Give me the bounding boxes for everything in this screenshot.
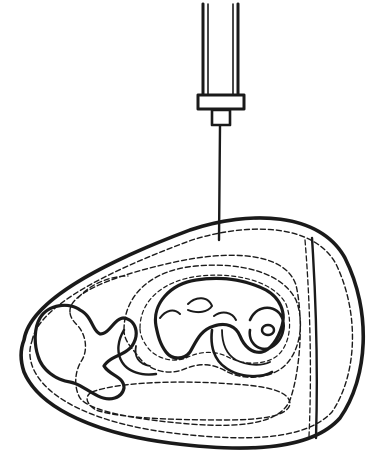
amnion-outer [124, 265, 300, 377]
egg [21, 218, 363, 448]
air-cell [312, 238, 317, 438]
amniotic-sac [124, 265, 300, 377]
yolk-sac [35, 305, 136, 398]
air-cell-membrane [305, 240, 310, 436]
albumen [87, 382, 290, 420]
embryo-head [250, 308, 284, 349]
syringe [198, 4, 244, 125]
embryo-eye [262, 325, 274, 335]
embryo-tail [160, 311, 180, 318]
embryo-limb [188, 298, 212, 312]
embryo-body [155, 278, 283, 358]
albumen-sac [87, 382, 290, 420]
yolk-sac-outline [35, 305, 136, 398]
embryo-limb-lower [214, 313, 236, 320]
shell-membrane [30, 229, 353, 438]
syringe-hub [212, 110, 230, 125]
syringe-flange [198, 95, 244, 109]
syringe-barrel [203, 4, 238, 94]
